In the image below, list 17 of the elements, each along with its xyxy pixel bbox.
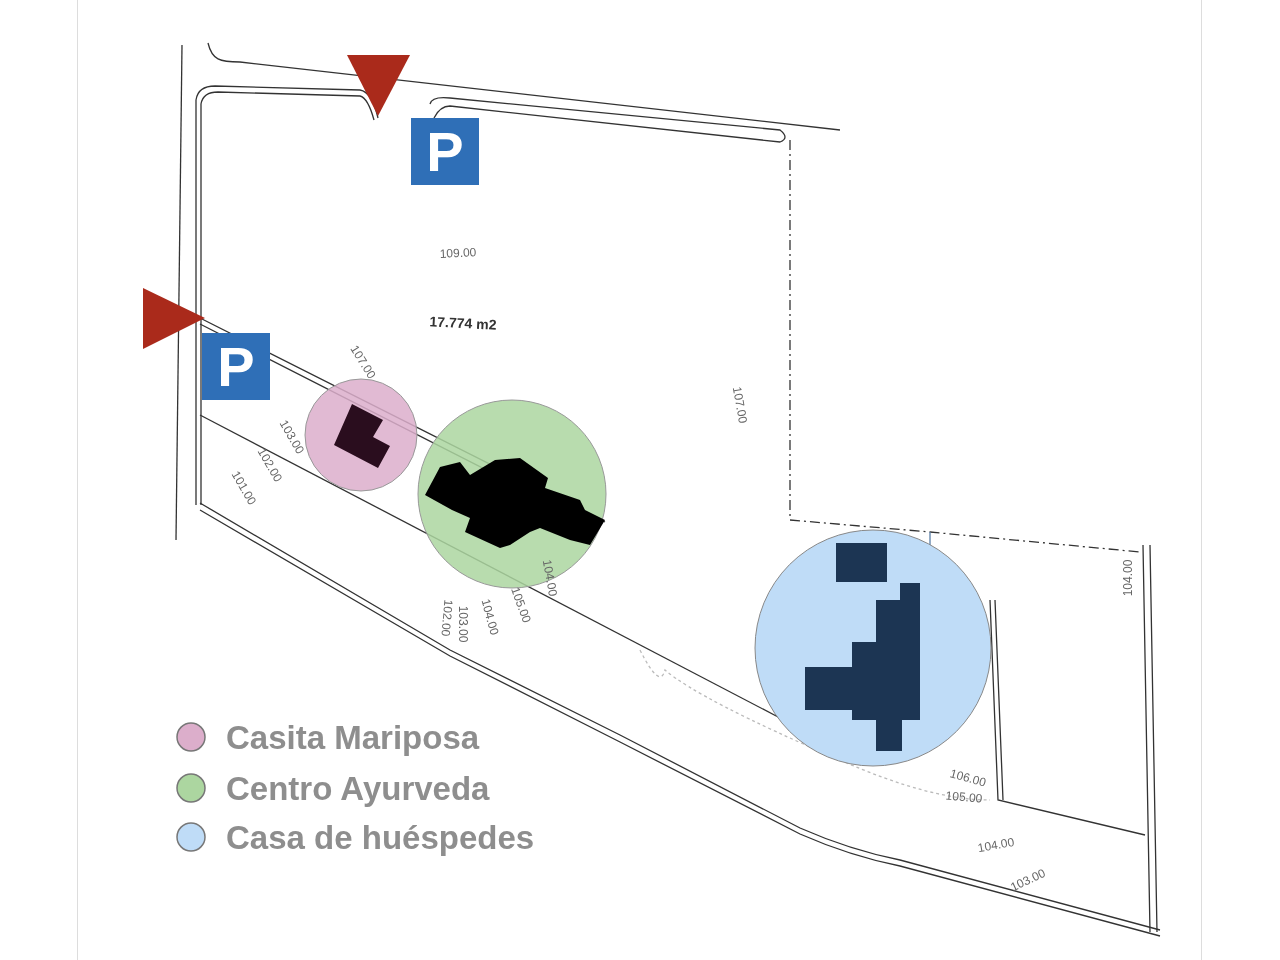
legend-label: Casita Mariposa: [226, 721, 480, 754]
parking-sign: P: [411, 118, 479, 185]
contour-label: 105.00: [945, 789, 983, 805]
parking-sign: P: [202, 333, 270, 400]
contour-label: 104.00: [479, 597, 501, 637]
contour-label: 106.00: [948, 767, 988, 789]
contour-label: 104.00: [1122, 559, 1134, 597]
legend-label: Casa de huéspedes: [226, 821, 535, 854]
area-label: 17.774 m2: [429, 314, 497, 332]
contour-label: 105.00: [509, 585, 533, 625]
contour-label: 103.00: [457, 605, 469, 643]
contour-label: 107.00: [730, 385, 750, 425]
contour-label: 109.00: [439, 246, 477, 260]
contour-label: 104.00: [976, 835, 1016, 855]
contour-label: 102.00: [439, 599, 455, 637]
contour-label: 104.00: [540, 558, 560, 598]
legend-label: Centro Ayurveda: [226, 772, 490, 805]
